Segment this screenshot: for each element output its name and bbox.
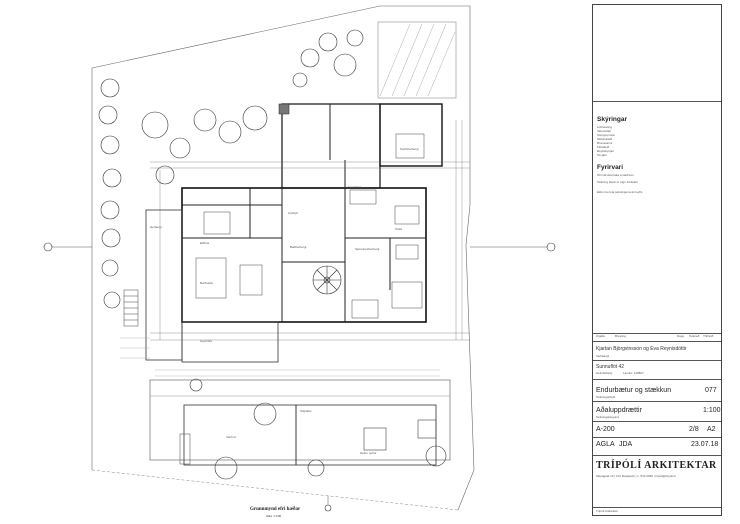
legend-item: Flóttaleið — [597, 145, 610, 149]
legend-item: Reykskynjari — [597, 149, 615, 153]
floor-plan — [43, 5, 556, 512]
rev-col-date: Dags — [677, 334, 685, 338]
room-label-terrace: Verönd — [226, 435, 236, 439]
legend-item: Tenglar — [597, 153, 607, 157]
legend-item: Sorpgeymsla — [597, 133, 615, 137]
room-label-laundry: Þvottahús — [348, 185, 362, 189]
firm-logo-text: TRÍPÓLÍ ARKITEKTAR — [596, 460, 717, 471]
address-plot: Landnr. 119807 — [623, 371, 644, 375]
room-label-kitchen: Eldhús — [200, 241, 210, 245]
notes-line: Öll mál skal taka á staðnum — [597, 173, 634, 177]
project-title: Endurbætur og stækkun — [596, 387, 672, 394]
client-name: Kjartan Björgvinsson og Eva Reynisdóttir — [596, 346, 687, 352]
room-label-room: Herbergi — [150, 225, 162, 229]
rev-col-version: Útgáfa — [596, 334, 605, 338]
address-label: Heimilisfang — [596, 371, 613, 375]
rev-col-drawn: Teiknað — [689, 334, 700, 338]
legend-item: Loftræsting — [597, 125, 613, 129]
legend-heading: Skýringar — [597, 116, 627, 123]
sheet-number: A-200 — [596, 426, 615, 433]
plan-caption-title: Grunnmynd efri hæðar — [250, 507, 301, 512]
room-label-dining: Borðstofa — [200, 281, 213, 285]
firm-footer: Trípólí Arkitektar — [596, 509, 618, 513]
signoff-date: 23.07.18 — [691, 441, 719, 448]
notes-line: Teikning þessi er eign arkitekts — [597, 180, 638, 184]
signoff-drawn: AGLA — [596, 441, 615, 448]
drawing-scale: 1:100 — [703, 407, 721, 414]
drawing-label: Teikningartegund — [596, 415, 619, 419]
sheet-index: 2/8 — [689, 426, 699, 433]
title-block: Skýringar Loftræsting Vatnsúðari Sorpgey… — [592, 4, 722, 516]
plan-caption-scale: mkv 1:100 — [266, 514, 282, 518]
rev-col-checked: Yfirfarið — [703, 334, 714, 338]
legend-item: Brunavarnir — [597, 141, 613, 145]
signoff-checked: JDA — [619, 441, 633, 448]
drawing-title: Aðaluppdrættir — [596, 407, 642, 414]
room-label-bath: Baðherbergi — [290, 245, 307, 249]
notes-heading: Fyrirvari — [597, 164, 624, 171]
rev-col-change: Breyting — [615, 334, 627, 338]
room-label-entry: Anddyri — [288, 211, 299, 215]
sheet-size: A2 — [707, 426, 716, 433]
firm-address: Skipagata 16 | 101 Reykjavík | s. 519 20… — [596, 474, 676, 478]
room-label-bedroom: Svefnherbergi — [400, 147, 419, 151]
client-label: Verkkaupi — [596, 354, 610, 358]
notes-line: Ekki má nota teikninguna án leyfis — [597, 190, 643, 194]
room-label-tv: Sjónvarpsherbergi — [355, 247, 380, 251]
project-label: Teikningarheiti — [596, 395, 616, 399]
room-label-living: Stofa — [395, 227, 403, 231]
room-label-hottub: Heitur pottur — [360, 451, 377, 455]
address-name: Sunnuflöt 42 — [596, 364, 625, 370]
room-label-deck: Sólpallur — [300, 409, 312, 413]
room-label-storage: Geymsla — [200, 339, 212, 343]
legend-item: Slökkvitæki — [597, 137, 613, 141]
legend-item: Vatnsúðari — [597, 129, 612, 133]
project-number: 077 — [705, 387, 717, 394]
